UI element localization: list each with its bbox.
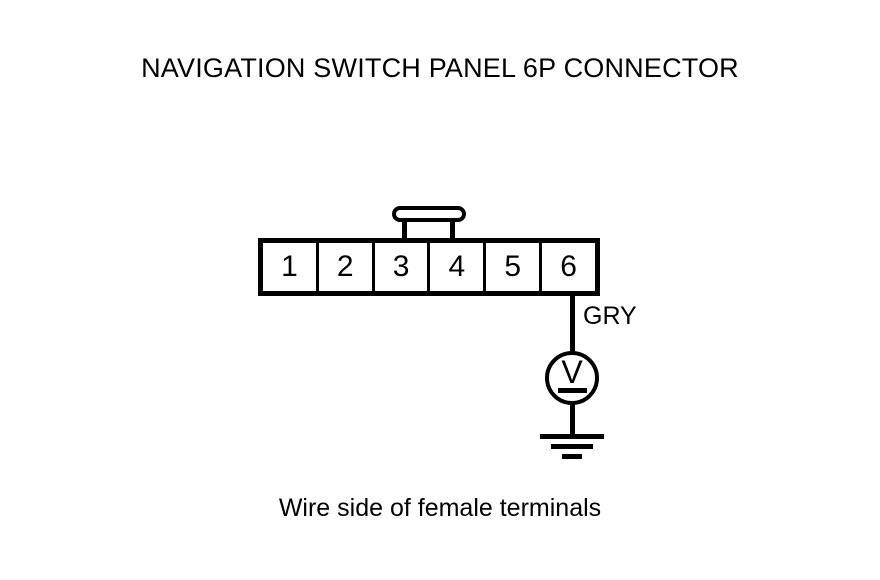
- connector-pin-3: 3: [374, 243, 431, 291]
- pin-number-label: 6: [560, 250, 577, 283]
- connector-pin-6: 6: [542, 243, 595, 291]
- wire-color-label: GRY: [583, 302, 637, 330]
- pin-number-label: 1: [281, 250, 298, 283]
- voltmeter-dc-bar: [558, 388, 587, 393]
- connector-pin-4: 4: [430, 243, 487, 291]
- diagram-caption: Wire side of female terminals: [278, 494, 602, 522]
- ground-bar-3: [562, 454, 582, 459]
- connector-pin-2: 2: [318, 243, 375, 291]
- wire-meter-to-ground: [570, 402, 575, 436]
- pin-number-label: 3: [392, 250, 410, 283]
- pin-number-label: 5: [504, 250, 522, 283]
- ground-bar-2: [551, 444, 593, 449]
- pin-number-label: 4: [448, 250, 466, 283]
- page-title: NAVIGATION SWITCH PANEL 6P CONNECTOR: [141, 53, 739, 83]
- connector-latch-leg-left: [402, 220, 407, 240]
- connector-pin-1: 1: [263, 243, 319, 291]
- pin-number-label: 2: [336, 250, 354, 283]
- connector-pin-5: 5: [486, 243, 543, 291]
- connector-latch-tab: [392, 206, 466, 222]
- connector-latch-leg-right: [450, 220, 455, 240]
- connector-body: 1 2 3 4 5 6: [258, 238, 600, 296]
- voltmeter-letter: V: [561, 354, 583, 390]
- voltmeter-circle: [545, 351, 599, 405]
- voltmeter-symbol: V: [545, 351, 599, 405]
- ground-bar-1: [540, 434, 604, 439]
- wire-pin6-to-meter: [570, 294, 575, 354]
